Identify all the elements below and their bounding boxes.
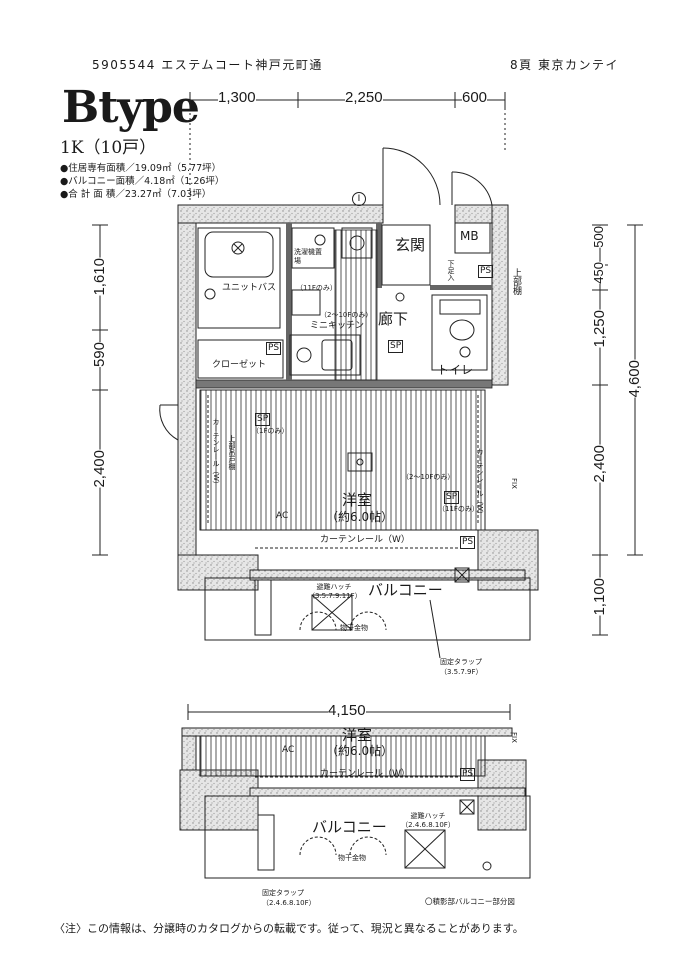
left-dim-2: 590: [91, 342, 108, 368]
partial-ac-label: AC: [282, 745, 295, 755]
right-dim-2: 450: [591, 262, 606, 284]
partial-room-floor: [199, 735, 486, 777]
washing-machine-label: 洗濯機置場: [294, 248, 322, 265]
plan-type-title: Btype: [62, 82, 200, 133]
ps-label-balcony: PS: [460, 536, 476, 549]
right-dim-3: 1,250: [591, 310, 608, 348]
top-dim-1: 1,300: [218, 89, 256, 106]
balcony-partial: [204, 776, 531, 879]
curtain-rails: [207, 395, 479, 549]
corridor-floor: [334, 229, 378, 381]
western-room-size: （約6.0帖）: [326, 510, 394, 524]
right-total-dim: 4,600: [626, 360, 643, 398]
western-room-label: 洋室: [342, 491, 373, 509]
note-1f: （1Fのみ）: [252, 427, 289, 435]
layout-label: 1K（10戸）: [60, 138, 157, 158]
top-dim-3: 600: [462, 89, 488, 106]
circle-i-label: I: [352, 192, 366, 206]
right-dim-5: 1,100: [591, 578, 608, 616]
partial-western-room-size: （約6.0帖）: [326, 744, 394, 758]
outer-walls: [177, 204, 539, 591]
area-line-balcony: ●バルコニー面積／4.18㎡（1.26坪）: [60, 176, 225, 187]
entrance-floor: [381, 224, 431, 286]
room-fixture: [347, 452, 373, 472]
upper-cabinet-label: 上部棚: [511, 268, 521, 295]
area-line-private: ●住居専有面積／19.09㎡（5.77坪）: [60, 163, 222, 174]
corridor-label: 廊下: [378, 310, 409, 328]
disclaimer: 〈注〉この情報は、分譲時のカタログからの転載です。従って、現況と異なることがあり…: [54, 922, 524, 935]
curtain-rail-left-label: カーテンレール（W）: [212, 418, 220, 488]
hatch-callout-a: 避難ハッチ（3.5.7.9.11F）: [308, 583, 362, 600]
balcony-credit: 〇積影部バルコニー部分図: [425, 897, 515, 906]
bottom-total-dim: 4,150: [328, 702, 366, 719]
western-room-floor: [199, 389, 486, 531]
unit-bath-label: ユニットバス: [222, 283, 277, 293]
top-dim-2: 2,250: [345, 89, 383, 106]
area-line-total: ●合 計 面 積／23.27㎡（7.03坪）: [60, 189, 212, 200]
partial-western-room-label: 洋室: [342, 726, 373, 744]
upper-door-cabinet-label: 上部吊戸棚: [228, 435, 236, 470]
laundry-hardware-label: 物干金物: [340, 624, 368, 632]
partial-ps-label: PS: [460, 768, 476, 781]
toilet-label: トイレ: [437, 363, 474, 377]
closet-label: クローゼット: [212, 360, 267, 370]
trap-callout-a: 固定タラップ（3.5.7.9F）: [440, 658, 483, 676]
top-dimension-line: [189, 92, 506, 200]
sp-label-room-left: SP: [255, 413, 271, 426]
ac-label: AC: [276, 511, 289, 521]
ps-label-kitchen: PS: [266, 342, 282, 355]
partial-plan-walls: [179, 727, 527, 831]
note-2-10f-room: （2～10Fのみ）: [402, 473, 455, 481]
side-door: [159, 404, 179, 441]
partial-fix-label: FIX: [510, 732, 518, 743]
note-11f: （11Fのみ）: [296, 284, 337, 292]
partial-laundry-hardware-label: 物干金物: [338, 854, 366, 862]
left-dim-3: 2,400: [91, 450, 108, 488]
toilet-fixture: [431, 294, 488, 371]
mb-label: MB: [460, 229, 479, 243]
right-dim-4: 2,400: [591, 445, 608, 483]
fix-label: FIX: [510, 478, 518, 489]
right-dim-1: 500: [591, 226, 606, 248]
closet-outline: [197, 339, 284, 379]
kitchen-fixtures: [289, 227, 405, 376]
mb-box: [454, 222, 491, 254]
property-code: 5905544 エステムコート神戸元町通: [92, 58, 323, 72]
sp-label-room-right: SP: [444, 491, 460, 504]
unit-bath-fixture: [197, 227, 281, 329]
page-info: 8頁 東京カンテイ: [510, 58, 619, 72]
trap-callout-b: 固定タラップ（2.4.6.8.10F）: [262, 889, 316, 907]
partial-balcony-label: バルコニー: [312, 818, 387, 836]
partial-curtain-rail-label: カーテンレール（W）: [320, 769, 410, 779]
sp-label-corridor: SP: [388, 340, 404, 353]
entrance-label: 玄関: [395, 236, 426, 254]
right-dimension-line: [592, 224, 643, 636]
balcony-label: バルコニー: [368, 581, 443, 599]
curtain-rail-right-label: カーテンレール（W）: [476, 448, 484, 518]
balcony-main: [204, 567, 531, 659]
left-dim-1: 1,610: [91, 258, 108, 296]
note-11f-room: （11Fのみ）: [438, 505, 479, 513]
shoe-box-label: 下足入: [447, 260, 455, 281]
note-2-10f-kitchen: （2～10Fのみ）: [320, 311, 373, 319]
mini-kitchen-label: ミニキッチン: [310, 321, 365, 331]
ps-label-entrance: PS: [478, 265, 494, 278]
entrance-door: [382, 147, 493, 206]
hatch-callout-b: 避難ハッチ（2.4.6.8.10F）: [401, 812, 455, 829]
curtain-rail-label: カーテンレール（W）: [320, 535, 410, 545]
